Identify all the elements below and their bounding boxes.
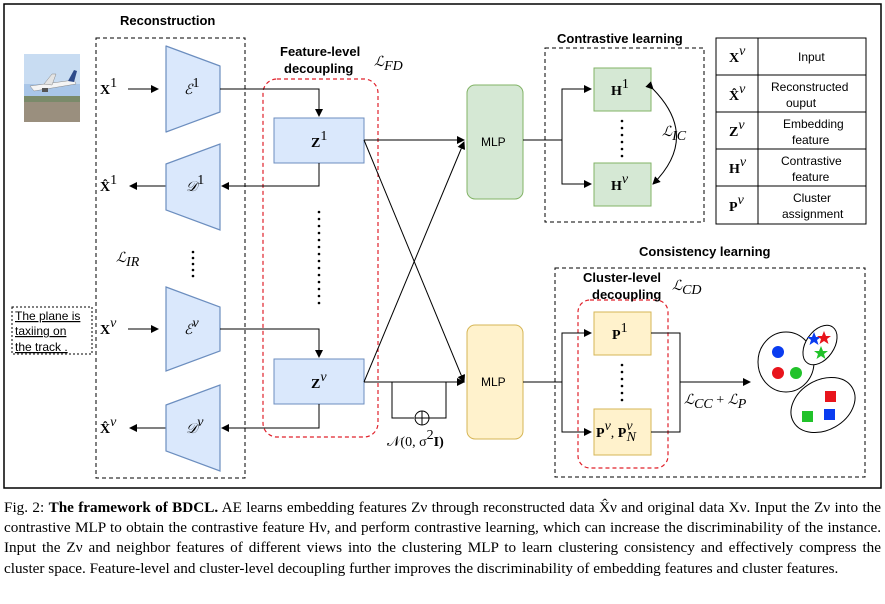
encoder-1: [165, 45, 221, 133]
p1-box: [593, 311, 652, 356]
zv-label: Zν: [311, 370, 327, 392]
z1-label: Z1: [311, 129, 327, 151]
figure-caption: Fig. 2: The framework of BDCL. AE learns…: [4, 498, 881, 579]
contrastive-title: Contrastive learning: [557, 31, 683, 46]
encoder-v: [165, 286, 221, 372]
encoder-v-label: ℰν: [184, 316, 199, 338]
contrastive-box: [544, 47, 705, 223]
text-input-box: [11, 306, 93, 355]
legend-sym-z: Zv: [729, 118, 745, 140]
decoder-v: [165, 384, 221, 472]
legend-desc-input: Input: [798, 50, 825, 64]
loss-ir: ℒIR: [116, 251, 140, 270]
caption-prefix: Fig. 2:: [4, 499, 49, 516]
legend-sym-p: Pv: [729, 193, 745, 215]
reconstruction-title: Reconstruction: [120, 13, 215, 28]
bdcl-framework-diagram: Reconstruction The plane is taxiing on t…: [3, 3, 882, 489]
legend-desc-embedding: Embedding: [783, 117, 844, 131]
decoder-1-label: 𝒟1: [186, 173, 204, 195]
feature-level-title: Feature-level: [280, 44, 360, 59]
cluster-decoupling-box: [577, 299, 669, 469]
cluster-ellipsis: [620, 363, 624, 402]
consistency-title: Consistency learning: [639, 244, 771, 259]
xv-label: Xv: [100, 316, 117, 338]
legend-desc-contrastive: Contrastive: [781, 154, 842, 168]
legend-desc-cluster: Cluster: [793, 191, 831, 205]
text-input-line2: taxiing on: [15, 324, 66, 338]
figure-frame: [3, 3, 882, 489]
contrastive-ellipsis: [620, 119, 624, 158]
cluster-decoupling-title: decoupling: [592, 287, 661, 302]
legend-desc-embedding-2: feature: [792, 133, 830, 147]
hv-box: [593, 162, 652, 207]
legend-sym-xhat: X̂v: [729, 82, 746, 104]
reconstruction-ellipsis: [191, 250, 195, 278]
caption-title: The framework of BDCL.: [48, 499, 219, 516]
decoder-v-label: 𝒟v: [186, 415, 204, 437]
legend-desc-reconstructed-2: ouput: [786, 96, 817, 110]
xhat1-label: X̂1: [100, 173, 117, 195]
encoder-1-label: ℰ1: [184, 76, 199, 98]
caption-body: AE learns embedding features Zν through …: [4, 499, 881, 577]
cluster-illustration: [757, 324, 856, 434]
text-input-line3: the track .: [15, 340, 68, 354]
decoder-1: [165, 143, 221, 231]
text-input-line1: The plane is: [15, 309, 80, 323]
feature-ellipsis: [317, 210, 321, 305]
cluster-level-title: Cluster-level: [583, 270, 661, 285]
legend-desc-cluster-2: assignment: [782, 207, 844, 221]
cluster-mlp-label: MLP: [481, 375, 506, 389]
z1-box: [273, 117, 365, 164]
legend-sym-h: Hv: [729, 155, 747, 177]
loss-ic: ℒIC: [662, 125, 687, 144]
contrastive-mlp: [466, 84, 524, 200]
legend-table: Xv Input X̂v Reconstructed ouput Zv Embe…: [715, 37, 867, 225]
feature-decoupling-title: decoupling: [284, 61, 353, 76]
hv-label: Hν: [611, 172, 629, 194]
loss-cc-p: ℒCC + ℒP: [684, 393, 747, 412]
h1-label: H1: [611, 77, 629, 99]
loss-fd: ℒFD: [374, 55, 403, 74]
legend-desc-reconstructed: Reconstructed: [771, 80, 848, 94]
feature-decoupling-box: [262, 78, 379, 438]
x1-label: X1: [100, 76, 117, 98]
legend-sym-x: Xv: [729, 44, 746, 66]
h1-box: [593, 67, 652, 112]
noise-label: 𝒩(0, σ2I): [387, 428, 444, 450]
pv-box: [593, 408, 652, 456]
loss-cd: ℒCD: [672, 279, 702, 298]
contrastive-mlp-label: MLP: [481, 135, 506, 149]
consistency-box: [554, 267, 866, 478]
plane-image: [24, 54, 80, 122]
xhatv-label: X̂ν: [100, 415, 117, 437]
p1-label: P1: [612, 321, 628, 343]
legend-desc-contrastive-2: feature: [792, 170, 830, 184]
